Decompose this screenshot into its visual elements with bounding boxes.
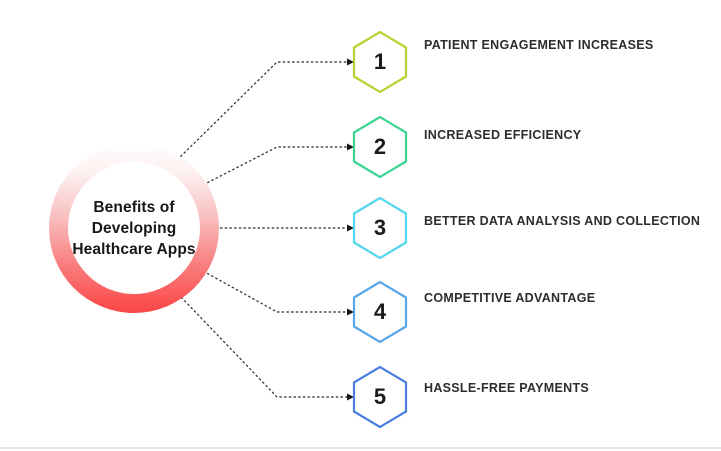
benefit-label-5: HASSLE-FREE PAYMENTS [424,381,590,395]
benefit-hexagon-4: 4 [352,281,408,343]
title-line-1: Benefits of [93,198,175,216]
central-circle: Benefits of Developing Healthcare Apps [68,162,200,294]
connector-line-5 [180,296,348,398]
hexagon-shape-1 [352,31,408,93]
arrowhead-5 [347,393,354,401]
hexagon-shape-3 [352,197,408,259]
benefit-hexagon-5: 5 [352,366,408,428]
benefit-hexagon-3: 3 [352,197,408,259]
hexagon-shape-4 [352,281,408,343]
benefit-number-1: 1 [373,49,387,74]
benefit-number-3: 3 [373,215,387,240]
arrowhead-2 [347,143,354,151]
infographic-title: Benefits of Developing Healthcare Apps [72,197,195,260]
central-gradient-ring: Benefits of Developing Healthcare Apps [49,143,219,313]
arrowhead-1 [347,58,354,66]
title-line-3: Healthcare Apps [72,240,196,258]
benefit-label-4: COMPETITIVE ADVANTAGE [424,291,596,305]
benefit-label-1: PATIENT ENGAGEMENT INCREASES [424,38,654,52]
benefit-number-5: 5 [373,384,387,409]
hexagon-shape-5 [352,366,408,428]
title-line-2: Developing [91,219,177,237]
benefit-label-2: INCREASED EFFICIENCY [424,128,582,142]
arrowhead-3 [347,224,354,232]
benefit-hexagon-1: 1 [352,31,408,93]
connector-line-1 [176,61,348,161]
connector-line-4 [202,270,348,313]
benefit-number-2: 2 [373,134,387,159]
benefit-label-3: BETTER DATA ANALYSIS AND COLLECTION [424,214,701,228]
benefit-number-4: 4 [373,299,387,324]
hexagon-shape-2 [352,116,408,178]
bottom-divider [0,447,721,449]
arrowhead-4 [347,308,354,316]
benefit-hexagon-2: 2 [352,116,408,178]
connector-line-2 [202,146,348,186]
